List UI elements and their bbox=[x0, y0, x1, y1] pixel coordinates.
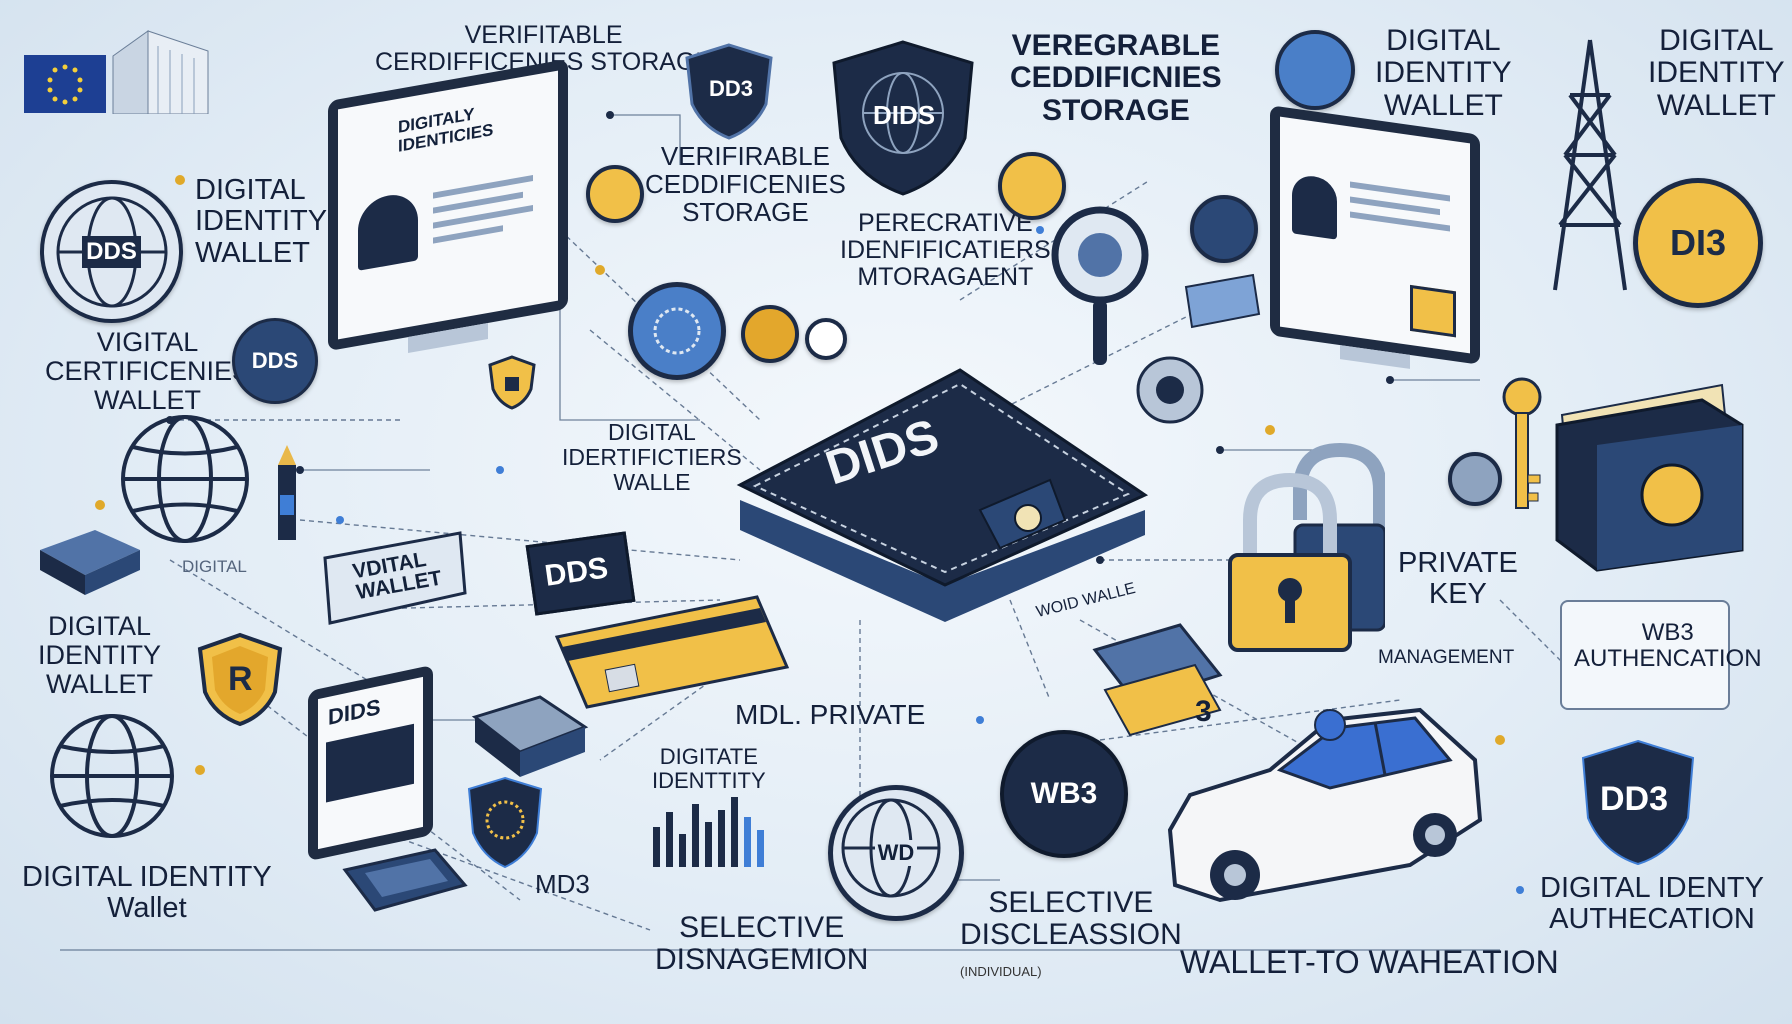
central-wallet-illustration: DIDS bbox=[730, 360, 1150, 630]
dids-monitor: DIDS bbox=[308, 664, 433, 862]
bar-graph-icon bbox=[648, 792, 788, 872]
small-shield-lock-icon bbox=[487, 355, 537, 410]
chip-icon bbox=[1410, 284, 1456, 338]
card-reader-icon bbox=[35, 520, 145, 600]
dids-shield-label: DIDS bbox=[873, 100, 936, 130]
label-vigital-certificenies-wallet: VIGITAL CERTIFICENIES WALLET bbox=[45, 327, 251, 416]
blue-seal-small bbox=[1190, 195, 1258, 263]
label-selective-discleassion: SELECTIVE DISCLEASSION bbox=[960, 886, 1182, 952]
tower-icon bbox=[1545, 35, 1635, 295]
blue-shield-icon bbox=[465, 775, 545, 870]
label-selective-disnagemion: SELECTIVE DISNAGEMION bbox=[655, 911, 869, 977]
dds-round-badge: DDS bbox=[232, 318, 318, 404]
text-line bbox=[433, 225, 503, 244]
dds-tag: DDS bbox=[525, 531, 636, 616]
label-perecrative-management: PERECRATIVE IDENFIFICATIERS MTORAGAENT bbox=[840, 209, 1051, 291]
dd3-shield-label: DD3 bbox=[1600, 780, 1669, 818]
gold-coin-top bbox=[998, 152, 1066, 220]
credit-card-icon bbox=[552, 592, 792, 712]
label-small-caption: (INDIVIDUAL) bbox=[960, 964, 1042, 979]
wb3-badge: WB3 bbox=[1000, 730, 1128, 858]
label-digitate-identity: DIGITATE IDENTTITY bbox=[652, 744, 766, 793]
label-verifiable-storage-mid: VERIFIRABLE CEDDIFICENIES STORAGE bbox=[645, 141, 846, 228]
dids-monitor-screen: DIDS bbox=[308, 664, 433, 862]
wb3-label: WB3 bbox=[1030, 777, 1098, 810]
label-digital-identity-wallet-top1: DIGITAL IDENTITY WALLET bbox=[1375, 24, 1512, 122]
blue-seal-icon bbox=[628, 282, 726, 380]
identity-monitor-right-screen bbox=[1270, 105, 1480, 365]
label-digital-identifiers-wallet: DIGITAL IDERTIFICTIERS WALLE bbox=[562, 419, 742, 495]
padlock-icon bbox=[1225, 440, 1387, 655]
dd3-shield-badge: DD3 bbox=[1578, 738, 1698, 868]
label-digital-identity-wallet-top2: DIGITAL IDENTITY WALLET bbox=[1648, 24, 1785, 122]
dids-shield-badge: DIDS bbox=[828, 38, 978, 198]
shield-r-icon: R bbox=[195, 632, 285, 727]
shield-dd3-top: DD3 bbox=[683, 42, 775, 142]
di3-gold-badge: DI3 bbox=[1633, 178, 1763, 308]
label-digital-identity-wallet-left-c: DIGITAL IDENTITY Wallet bbox=[22, 861, 272, 925]
label-private-key: PRIVATE KEY bbox=[1398, 547, 1518, 611]
label-digital-small: DIGITAL bbox=[182, 557, 247, 576]
shield-r-label: R bbox=[228, 660, 253, 698]
label-md3: MD3 bbox=[535, 869, 590, 899]
monitor-image-block bbox=[326, 723, 414, 803]
globe-icon-left-mid bbox=[118, 412, 253, 547]
label-wallet-to-waheation: WALLET-TO WAHEATION bbox=[1180, 944, 1559, 980]
digital-identities-card-label: DIGITALY IDENTICIES bbox=[398, 104, 494, 156]
identity-monitor-right bbox=[1270, 105, 1480, 425]
dds-globe-label: DDS bbox=[82, 235, 141, 268]
pen-usb-icon bbox=[270, 445, 304, 545]
small-seal-icon bbox=[1448, 452, 1502, 506]
building-icon bbox=[108, 26, 213, 115]
gold-seal-icon bbox=[741, 305, 799, 363]
coin-icon bbox=[586, 165, 644, 223]
globe-icon-left-bottom bbox=[48, 712, 176, 840]
wd-globe-badge: WD bbox=[828, 785, 964, 921]
hardware-wallet-icon bbox=[470, 692, 590, 787]
card-stack-icon: 3 bbox=[1085, 620, 1230, 745]
label-wb3-authencation: WB3 AUTHENCATION bbox=[1574, 619, 1762, 672]
leather-wallet-icon bbox=[1552, 375, 1747, 575]
key-icon bbox=[1500, 375, 1545, 515]
dds-round-label: DDS bbox=[251, 348, 299, 373]
car-illustration bbox=[1160, 700, 1490, 915]
wb3-authentication-box: WB3 AUTHENCATION bbox=[1560, 600, 1762, 710]
identity-monitor-left-screen: DIGITALY IDENTICIES bbox=[328, 58, 568, 352]
shield-dd3-top-label: DD3 bbox=[709, 76, 754, 101]
magnifier-icon bbox=[1045, 200, 1155, 370]
avatar-silhouette-icon bbox=[358, 190, 418, 271]
dids-monitor-label: DIDS bbox=[328, 693, 381, 731]
di3-gold-label: DI3 bbox=[1669, 222, 1727, 263]
label-management: MANAGEMENT bbox=[1378, 647, 1515, 668]
small-circle-icon bbox=[805, 318, 847, 360]
avatar-silhouette-icon bbox=[1292, 173, 1337, 240]
label-mdl-private: MDL. PRIVATE bbox=[735, 699, 926, 730]
id-card-small-icon bbox=[1183, 272, 1261, 330]
eu-flag-icon bbox=[24, 55, 106, 113]
gear-dd-icon bbox=[1115, 345, 1225, 435]
eu-seal-top bbox=[1275, 30, 1355, 110]
label-digital-identity-wallet-left: DIGITAL IDENTITY WALLET bbox=[195, 174, 328, 269]
label-veregrable-storage: VEREGRABLE CEDDIFICNIES STORAGE bbox=[1010, 29, 1222, 127]
label-digital-identy-authecation: DIGITAL IDENTY AUTHECATION bbox=[1540, 872, 1764, 936]
card-stack-number: 3 bbox=[1195, 695, 1212, 728]
card-device-icon bbox=[340, 845, 470, 915]
dds-globe-badge: DDS bbox=[40, 180, 183, 323]
wd-globe-label: WD bbox=[874, 840, 918, 866]
label-digital-identity-wallet-left-b: DIGITAL IDENTITY WALLET bbox=[38, 611, 162, 700]
text-line bbox=[1350, 196, 1440, 216]
dds-tag-label: DDS bbox=[542, 551, 611, 593]
vdital-wallet-tag: VDITAL WALLET bbox=[320, 528, 470, 628]
